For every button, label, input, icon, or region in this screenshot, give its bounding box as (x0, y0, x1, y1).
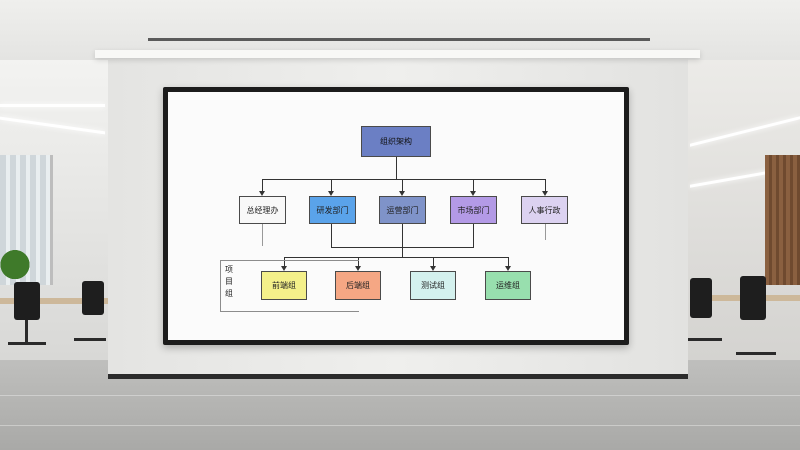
connector (545, 224, 546, 240)
org-chart-leaf-node: 测试组 (410, 271, 456, 300)
arrow-head (430, 266, 436, 271)
baseboard (108, 374, 688, 379)
connector (402, 224, 403, 248)
connector (262, 224, 263, 246)
org-chart-node: 人事行政 (521, 196, 568, 224)
group-label: 项 目 组 (222, 264, 236, 300)
connector (262, 179, 263, 192)
connector (508, 257, 509, 267)
connector (402, 179, 403, 192)
office-chair (740, 276, 766, 320)
potted-plant (0, 243, 30, 279)
group-label-char: 组 (225, 289, 233, 298)
office-chair-base (736, 352, 776, 355)
connector (331, 179, 332, 192)
connector (545, 179, 546, 192)
org-chart-node: 市场部门 (450, 196, 497, 224)
floor-tile-line (0, 395, 800, 396)
office-chair-base (688, 338, 722, 341)
arrow-head (470, 191, 476, 196)
connector (358, 257, 359, 267)
office-desk (0, 298, 108, 304)
office-chair-stem (25, 320, 28, 344)
office-chair (82, 281, 104, 315)
floor-tile-line (0, 425, 800, 426)
connector (402, 247, 403, 257)
connector (473, 179, 474, 192)
connector (396, 157, 397, 179)
arrow-head (328, 191, 334, 196)
org-chart-leaf-node: 运维组 (485, 271, 531, 300)
arrow-head (505, 266, 511, 271)
arrow-head (542, 191, 548, 196)
office-chair (14, 282, 40, 320)
connector (433, 257, 434, 267)
org-chart-node: 研发部门 (309, 196, 356, 224)
org-chart-top-node: 组织架构 (361, 126, 431, 157)
arrow-head (399, 191, 405, 196)
left-ceiling-light (0, 104, 105, 107)
arrow-head (355, 266, 361, 271)
ceiling-light-strip (148, 38, 650, 41)
wood-panel-wall (765, 155, 800, 285)
org-chart-node: 总经理办 (239, 196, 286, 224)
arrow-head (259, 191, 265, 196)
arrow-head (281, 266, 287, 271)
group-label-char: 项 (225, 265, 233, 274)
org-chart-node: 运营部门 (379, 196, 426, 224)
connector (262, 179, 545, 180)
connector (473, 224, 474, 248)
office-chair (690, 278, 712, 318)
group-bracket (220, 260, 359, 312)
group-label-char: 目 (225, 277, 233, 286)
office-chair-base (74, 338, 106, 341)
connector (284, 257, 285, 267)
ceiling-cove-light (95, 50, 700, 58)
org-chart-leaf-node: 后端组 (335, 271, 381, 300)
connector (331, 224, 332, 248)
connector (284, 257, 508, 258)
org-chart-leaf-node: 前端组 (261, 271, 307, 300)
